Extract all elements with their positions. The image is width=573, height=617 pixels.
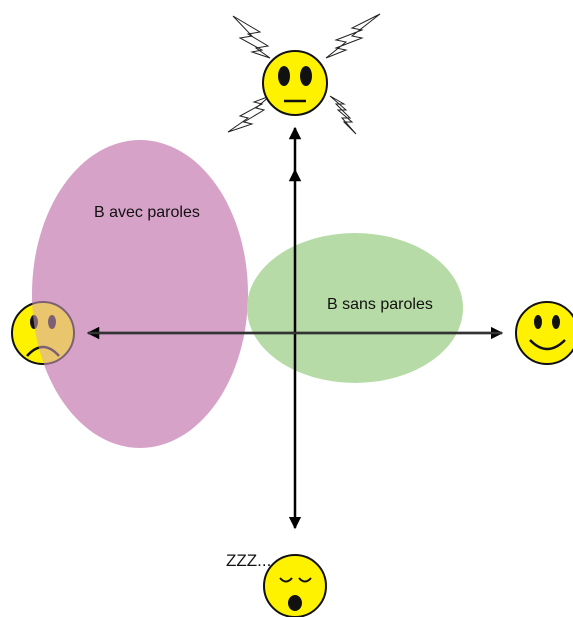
with-lyrics-label: B avec paroles (94, 204, 200, 221)
with-lyrics-overlay (32, 290, 80, 380)
happy-face-icon (515, 301, 573, 365)
stressed-face-icon (227, 13, 381, 135)
sleep-text: ZZZ... (226, 551, 271, 570)
with-lyrics-region (32, 140, 248, 448)
without-lyrics-label: B sans paroles (327, 296, 433, 313)
sleeping-face-icon (263, 554, 327, 617)
